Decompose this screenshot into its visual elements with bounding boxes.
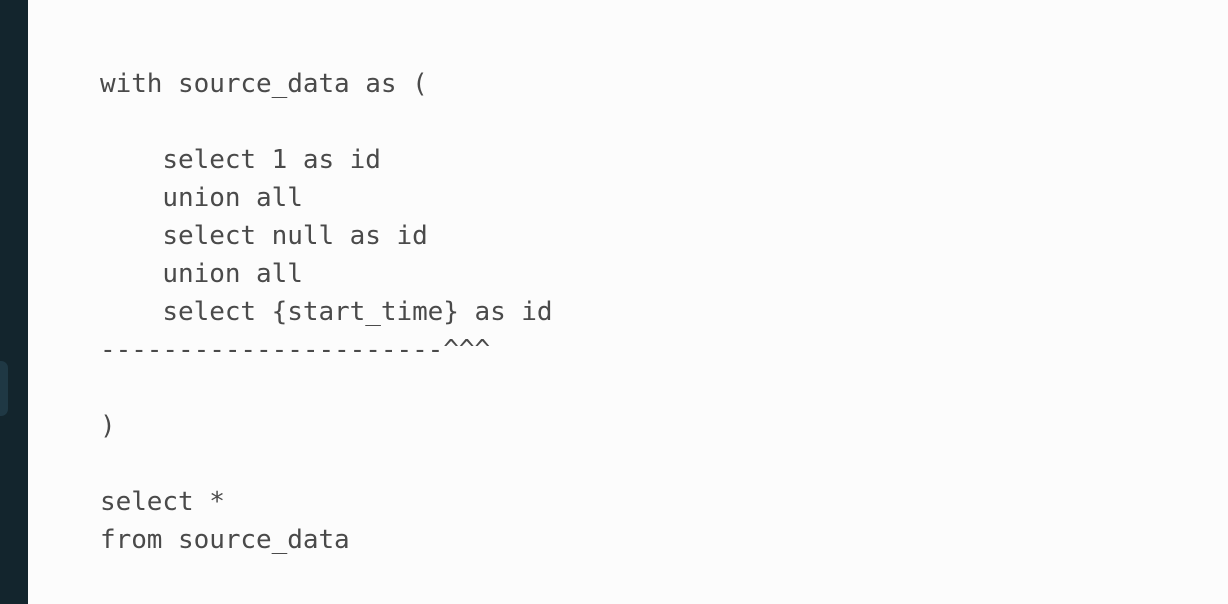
sidebar xyxy=(0,0,28,604)
code-line: ) xyxy=(100,411,116,441)
code-line xyxy=(100,369,553,407)
code-line: select null as id xyxy=(100,221,428,251)
code-line: union all xyxy=(100,183,303,213)
code-line: select {start_time} as id xyxy=(100,297,553,327)
code-line: select * xyxy=(100,487,225,517)
code-line xyxy=(100,103,553,141)
code-block: with source_data as ( select 1 as id uni… xyxy=(100,65,553,559)
code-line xyxy=(100,445,553,483)
code-line: with source_data as ( xyxy=(100,69,428,99)
main-content: with source_data as ( select 1 as id uni… xyxy=(28,0,1228,604)
code-line: from source_data xyxy=(100,525,350,555)
sidebar-resize-handle[interactable] xyxy=(0,361,8,416)
error-pointer-line: ----------------------^^^ xyxy=(100,335,491,365)
code-line: union all xyxy=(100,259,303,289)
code-line: select 1 as id xyxy=(100,145,381,175)
